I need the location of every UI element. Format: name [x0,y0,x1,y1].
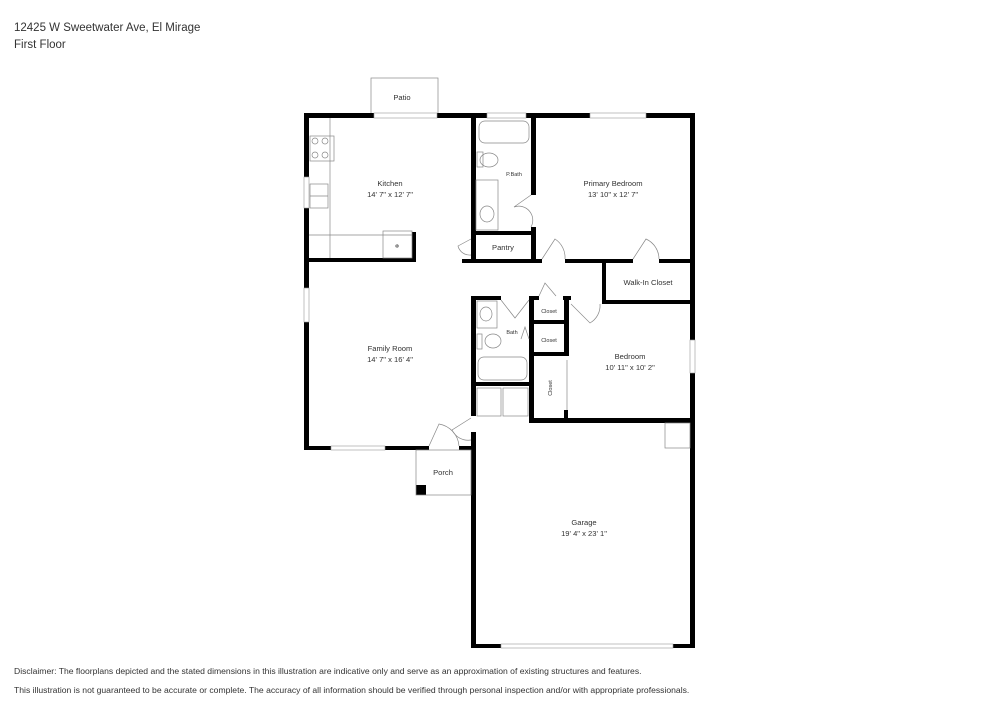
room-dims-kitchen: 14' 7" x 12' 7" [367,190,413,199]
room-dims-garage: 19' 4" x 23' 1" [561,529,607,538]
walls [304,113,695,648]
room-label-pbath: P.Bath [506,172,522,178]
room-label-primary-bedroom: Primary Bedroom [583,179,642,188]
property-address: 12425 W Sweetwater Ave, El Mirage [14,22,201,34]
room-label-closet-1: Closet [541,309,557,315]
disclaimer-line-1: Disclaimer: The floorplans depicted and … [14,666,642,676]
disclaimer: Disclaimer: The floorplans depicted and … [14,662,689,700]
garage: Garage 19' 4" x 23' 1" [561,422,691,538]
bath-fixtures [476,282,601,417]
room-label-garage: Garage [571,518,596,527]
plan-header: 12425 W Sweetwater Ave, El Mirage First … [14,20,200,54]
kitchen-fixtures: ❄ [309,118,413,259]
floor-label: First Floor [14,39,66,51]
room-label-porch: Porch [433,468,453,477]
room-label-pantry: Pantry [492,243,514,252]
refrigerator-icon: ❄ [395,243,400,250]
room-label-closet-2: Closet [541,338,557,344]
room-label-walkin-closet: Walk-In Closet [623,278,673,287]
pbath-fixtures [475,120,534,231]
room-label-closet-3: Closet [548,380,554,396]
room-label-family-room: Family Room [368,344,413,353]
disclaimer-line-2: This illustration is not guaranteed to b… [14,685,690,695]
room-dims-primary-bedroom: 13' 10" x 12' 7" [588,190,638,199]
room-label-bath: Bath [506,330,517,336]
room-label-bedroom: Bedroom [615,352,646,361]
room-dims-family-room: 14' 7" x 16' 4" [367,355,413,364]
windows [303,112,696,649]
room-label-kitchen: Kitchen [377,179,402,188]
patio: Patio [370,77,439,116]
porch: Porch [415,417,472,496]
room-label-patio: Patio [393,93,410,102]
room-dims-bedroom: 10' 11" x 10' 2" [605,363,655,372]
